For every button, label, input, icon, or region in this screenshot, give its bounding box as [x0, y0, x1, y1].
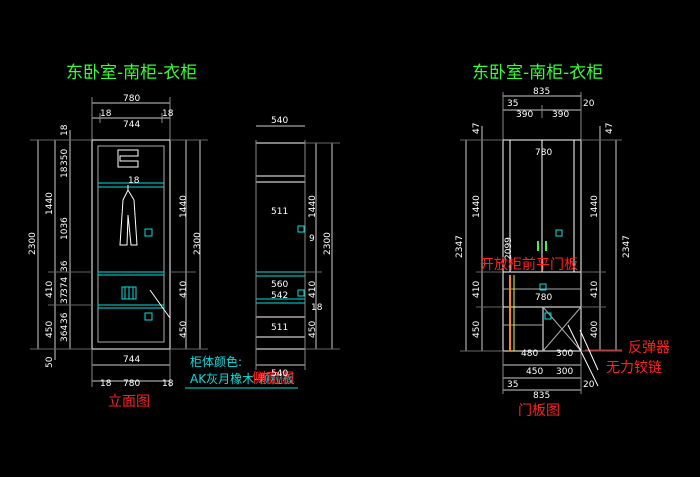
- hinge-label: 无力铰链: [606, 360, 662, 376]
- dim-18-inner-b: 18: [60, 166, 70, 178]
- elevation-view-label: 立面图: [108, 394, 150, 410]
- door-780-interior: 780: [535, 148, 552, 158]
- dim-350: 350: [60, 149, 70, 166]
- dim-780: 780: [123, 94, 140, 104]
- door-835-top: 835: [533, 87, 550, 97]
- dim-1036: 1036: [60, 217, 70, 240]
- door-400-right: 400: [590, 321, 600, 338]
- door-35-bottom: 35: [507, 380, 518, 390]
- side-542: 542: [271, 291, 288, 301]
- side-450: 450: [308, 321, 318, 338]
- open-door-note: 开放柜前平门板: [480, 256, 578, 273]
- dim-50-left: 50: [45, 356, 55, 368]
- dim-2300-left: 2300: [28, 232, 38, 255]
- dim-374: 374: [60, 277, 70, 294]
- side-560: 560: [271, 280, 288, 290]
- rebound-device-label: 反弹器: [628, 340, 670, 356]
- door-835-bottom: 835: [533, 391, 550, 401]
- door-450-left: 450: [472, 321, 482, 338]
- dim-18b: 18: [162, 109, 174, 119]
- side-540-top: 540: [271, 116, 288, 126]
- side-410: 410: [308, 281, 318, 298]
- dim-18-interior: 18: [128, 176, 140, 186]
- elevation-dims: 780 18 744 18 744 18 780 18 2300 1440 41…: [28, 94, 203, 389]
- door-390-b: 390: [552, 110, 569, 120]
- dim-18-inner-a: 18: [60, 124, 70, 136]
- door-view: [460, 92, 622, 394]
- door-35-top: 35: [507, 99, 518, 109]
- dim-1440-left: 1440: [45, 192, 55, 215]
- cabinet-color-value: AK灰月橡木-颗粒板: [190, 371, 294, 386]
- side-2300: 2300: [323, 232, 333, 255]
- dim-36-a: 36: [60, 260, 70, 272]
- dim-1440-right: 1440: [179, 195, 189, 218]
- side-9: 9: [309, 234, 315, 244]
- door-2347-right: 2347: [622, 235, 632, 258]
- dim-410-left: 410: [45, 281, 55, 298]
- door-300-b: 300: [556, 367, 573, 377]
- dim-2300-right: 2300: [193, 232, 203, 255]
- cabinet-color-title: 柜体颜色:: [190, 354, 242, 369]
- dim-450-right: 450: [179, 321, 189, 338]
- dim-450-left: 450: [45, 321, 55, 338]
- dim-18a: 18: [100, 109, 112, 119]
- door-410-left: 410: [472, 281, 482, 298]
- door-47-right: 47: [605, 123, 615, 134]
- door-dims: 835 35 390 390 20 780 480 300 450 300 35…: [455, 87, 632, 401]
- door-47-left: 47: [472, 123, 482, 134]
- side-540-bottom: 540: [271, 369, 288, 379]
- door-view-label: 门板图: [518, 403, 560, 419]
- side-18: 18: [311, 303, 323, 313]
- door-1440-left: 1440: [472, 195, 482, 218]
- door-410-right: 410: [590, 281, 600, 298]
- door-780-mid: 780: [535, 293, 552, 303]
- side-dims: 540 540 511 560 542 511 9 2300 1440 410 …: [271, 116, 333, 379]
- right-title: 东卧室-南柜-衣柜: [472, 63, 603, 83]
- side-511-a: 511: [271, 207, 288, 217]
- door-2347-left: 2347: [455, 235, 465, 258]
- dim-18-bottom-a: 18: [100, 379, 112, 389]
- door-20-top: 20: [583, 99, 595, 109]
- door-1440-right: 1440: [590, 195, 600, 218]
- dim-18-bottom-b: 18: [162, 379, 174, 389]
- dim-36-b: 36: [60, 312, 70, 324]
- dim-410-right: 410: [179, 281, 189, 298]
- door-2099: 2099: [504, 237, 514, 260]
- door-300-a: 300: [556, 349, 573, 359]
- door-390-a: 390: [516, 110, 533, 120]
- door-20-bottom: 20: [583, 380, 595, 390]
- dim-744: 744: [123, 120, 140, 130]
- side-511-b: 511: [271, 323, 288, 333]
- side-1440: 1440: [308, 195, 318, 218]
- dim-744-bottom: 744: [123, 355, 140, 365]
- side-view: [255, 125, 340, 370]
- dim-37: 37: [60, 293, 70, 304]
- left-title: 东卧室-南柜-衣柜: [66, 63, 197, 83]
- dim-780-bottom: 780: [123, 379, 140, 389]
- side-view-label: 侧面图: [252, 371, 294, 387]
- elevation-view: [30, 97, 208, 387]
- dim-364: 364: [60, 325, 70, 342]
- door-480: 480: [521, 349, 538, 359]
- door-450: 450: [526, 367, 543, 377]
